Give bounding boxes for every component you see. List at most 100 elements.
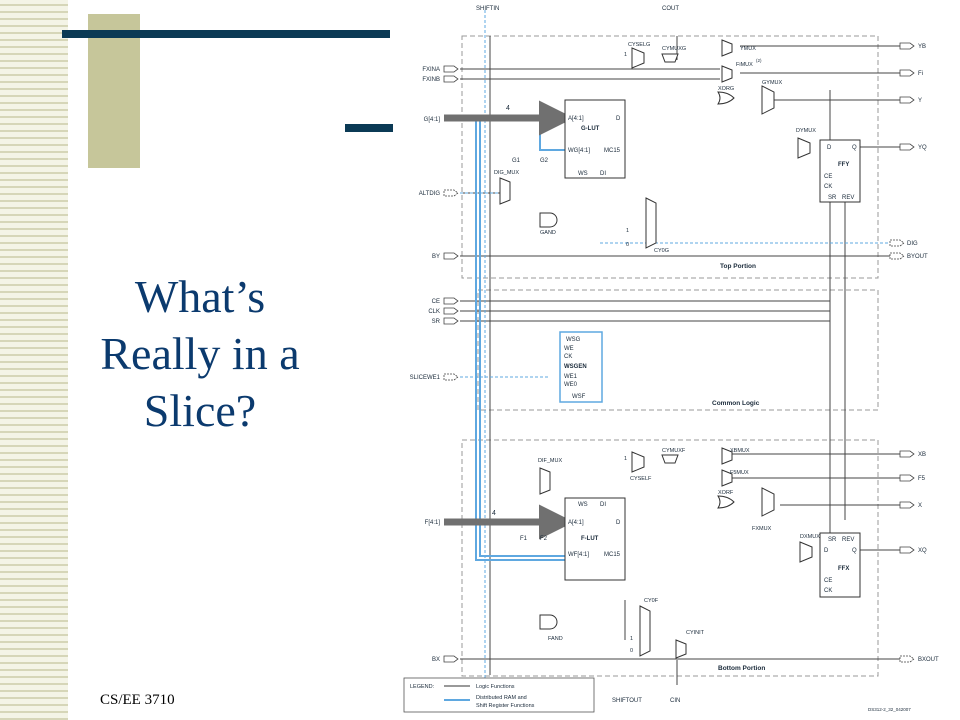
bus-arrows: 4 4 (444, 100, 574, 540)
ffx-ck: CK (824, 588, 832, 594)
g-lut-ws: WS (578, 171, 588, 177)
f-lut-d: D (616, 520, 621, 526)
top-labels: SHIFTIN COUT (476, 6, 679, 12)
wsgen-wsf: WSF (572, 394, 586, 400)
label-by: BY (432, 254, 440, 260)
slide-title: What’s Really in a Slice? (40, 268, 360, 439)
wsgen-block: WSG WE CK WSGEN WE1 WE0 WSF (559, 331, 603, 403)
label-gand: GAND (540, 230, 556, 236)
label-bxout: BXOUT (918, 657, 939, 663)
wsgen-we: WE (564, 346, 574, 352)
label-xorf: XORF (718, 490, 734, 496)
label-slicewe1: SLICEWE1 (410, 375, 441, 381)
label-dig: DIG (907, 241, 918, 247)
slice-schematic: 4 4 SHIFTIN COUT FXINA FXINB G[4:1] ALTD… (403, 6, 939, 713)
f-pin-f2: F2 (540, 536, 548, 542)
legend-logic: Logic Functions (476, 684, 515, 690)
label-dif-mux: DIF_MUX (538, 458, 562, 464)
ffx-block: SR REV D Q FFX CE CK (819, 532, 861, 598)
label-bx: BX (432, 657, 440, 663)
label-fand: FAND (548, 636, 563, 642)
g-pin-g1: G1 (512, 158, 521, 164)
input-wires (460, 36, 900, 685)
label-cy0f-0: 0 (630, 648, 633, 654)
f-lut-name: F-LUT (581, 536, 599, 542)
g-lut-name: G-LUT (581, 126, 600, 132)
g-lut-a: A[4:1] (568, 116, 584, 122)
label-cy0f-1: 1 (630, 636, 633, 642)
label-cyinit: CYINIT (686, 630, 705, 636)
section-labels: Top Portion Common Logic Bottom Portion (712, 263, 765, 672)
legend-ram-line-2: Shift Register Functions (476, 703, 535, 709)
section-bottom-portion: Bottom Portion (718, 665, 765, 672)
g-pin-g2: G2 (540, 158, 549, 164)
label-ymux: YMUX (740, 46, 756, 52)
label-yq: YQ (918, 145, 927, 151)
label-y: Y (918, 98, 922, 104)
title-line-2: Really in a (100, 328, 300, 379)
label-g-inputs: G[4:1] (424, 117, 441, 123)
label-yb: YB (918, 44, 926, 50)
label-xb: XB (918, 452, 926, 458)
legend: LEGEND: Logic Functions Distributed RAM … (403, 677, 595, 713)
wsgen-name: WSGEN (564, 364, 587, 370)
f-lut-mc15: MC15 (604, 552, 621, 558)
label-cy0g: CY0G (654, 248, 669, 254)
label-dxmux: DXMUX (800, 534, 820, 540)
section-boxes (461, 35, 879, 677)
label-xbmux: XBMUX (730, 448, 750, 454)
input-ports (443, 65, 459, 663)
label-clk: CLK (428, 309, 440, 315)
label-altdig: ALTDIG (419, 191, 441, 197)
label-fxinb: FXINB (422, 77, 440, 83)
ffx-name: FFX (838, 566, 849, 572)
label-f5mux: F5MUX (730, 470, 749, 476)
section-top-portion: Top Portion (720, 263, 756, 270)
g-lut-d: D (616, 116, 621, 122)
ffx-ce: CE (824, 578, 832, 584)
label-fxina: FXINA (422, 67, 440, 73)
f-lut-di: DI (600, 502, 606, 508)
wsgen-wsg: WSG (566, 337, 581, 343)
label-byout: BYOUT (907, 254, 928, 260)
ffx-q: Q (852, 548, 857, 554)
label-cyself-1: 1 (624, 456, 627, 462)
g-lut-di: DI (600, 171, 606, 177)
distributed-ram-wires (460, 10, 890, 680)
label-cin: CIN (670, 698, 680, 704)
f-pin-f1: F1 (520, 536, 528, 542)
label-fi: Fi (918, 71, 923, 77)
input-labels: FXINA FXINB G[4:1] ALTDIG BY CE CLK SR S… (410, 67, 441, 663)
label-cy0g-1: 1 (626, 228, 629, 234)
title-line-3: Slice? (143, 385, 257, 436)
g-bus-width: 4 (506, 105, 510, 112)
wsgen-we1: WE1 (564, 374, 578, 380)
olive-accent-block (88, 14, 140, 168)
g-lut-block: G-LUT A[4:1] D WG[4:1] MC15 WS DI G1 G2 (512, 99, 626, 179)
label-fimux: FiMUX (736, 62, 753, 68)
title-line-1: What’s (134, 271, 266, 322)
label-sr: SR (432, 319, 441, 325)
f-lut-a: A[4:1] (568, 520, 584, 526)
muxes-gates (499, 39, 813, 659)
label-cout: COUT (662, 6, 679, 12)
ffy-q: Q (852, 145, 857, 151)
label-shiftin: SHIFTIN (476, 6, 499, 12)
label-cymuxg: CYMUXG (662, 46, 686, 52)
ffy-ce: CE (824, 174, 832, 180)
f-lut-block: WS DI A[4:1] D F-LUT WF[4:1] MC15 F1 F2 (520, 497, 626, 581)
title-rule-short (345, 124, 393, 132)
output-ports (889, 42, 915, 663)
label-ce: CE (432, 299, 440, 305)
bottom-portion-box (461, 439, 879, 677)
output-labels: YB Fi Y YQ DIG BYOUT XB F5 X XQ BXOUT (907, 44, 939, 663)
output-wires (730, 45, 900, 551)
wsgen-ck: CK (564, 354, 572, 360)
ffx-rev: REV (842, 537, 854, 543)
label-xq: XQ (918, 548, 927, 554)
f-lut-wf: WF[4:1] (568, 552, 589, 558)
ffx-sr: SR (828, 537, 837, 543)
f-bus-width: 4 (492, 510, 496, 517)
g-lut-mc15: MC15 (604, 148, 621, 154)
title-rule-long (62, 30, 390, 38)
